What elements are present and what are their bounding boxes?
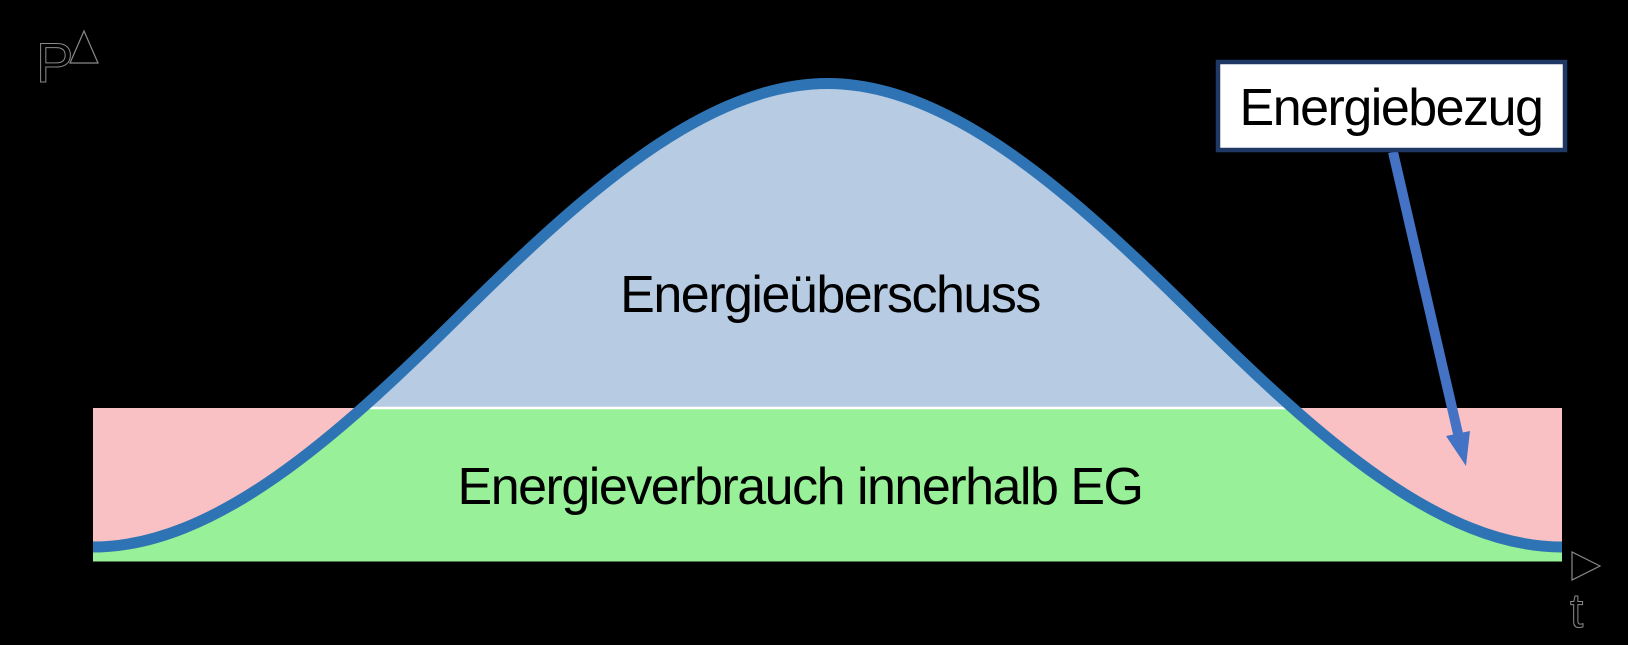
axes: P t [36, 29, 1602, 639]
x-axis-label: t [1570, 585, 1583, 638]
y-axis-label: P [36, 31, 73, 94]
x-axis-arrow-icon [1571, 551, 1602, 581]
power-curve [92, 77, 1563, 553]
surplus-area-label: Energieüberschuss [620, 266, 1040, 324]
callout-arrowhead-icon [1446, 431, 1470, 466]
consumption-area [93, 408, 1562, 562]
callout-arrow-line [1388, 150, 1464, 440]
y-axis-arrow-icon [69, 29, 99, 64]
callout: Energiebezug [1215, 59, 1568, 466]
surplus-area [362, 83, 1293, 408]
callout-label: Energiebezug [1240, 79, 1543, 137]
consumption-area-label: Energieverbrauch innerhalb EG [458, 458, 1143, 516]
chart-areas [92, 77, 1563, 562]
callout-box [1215, 59, 1568, 153]
